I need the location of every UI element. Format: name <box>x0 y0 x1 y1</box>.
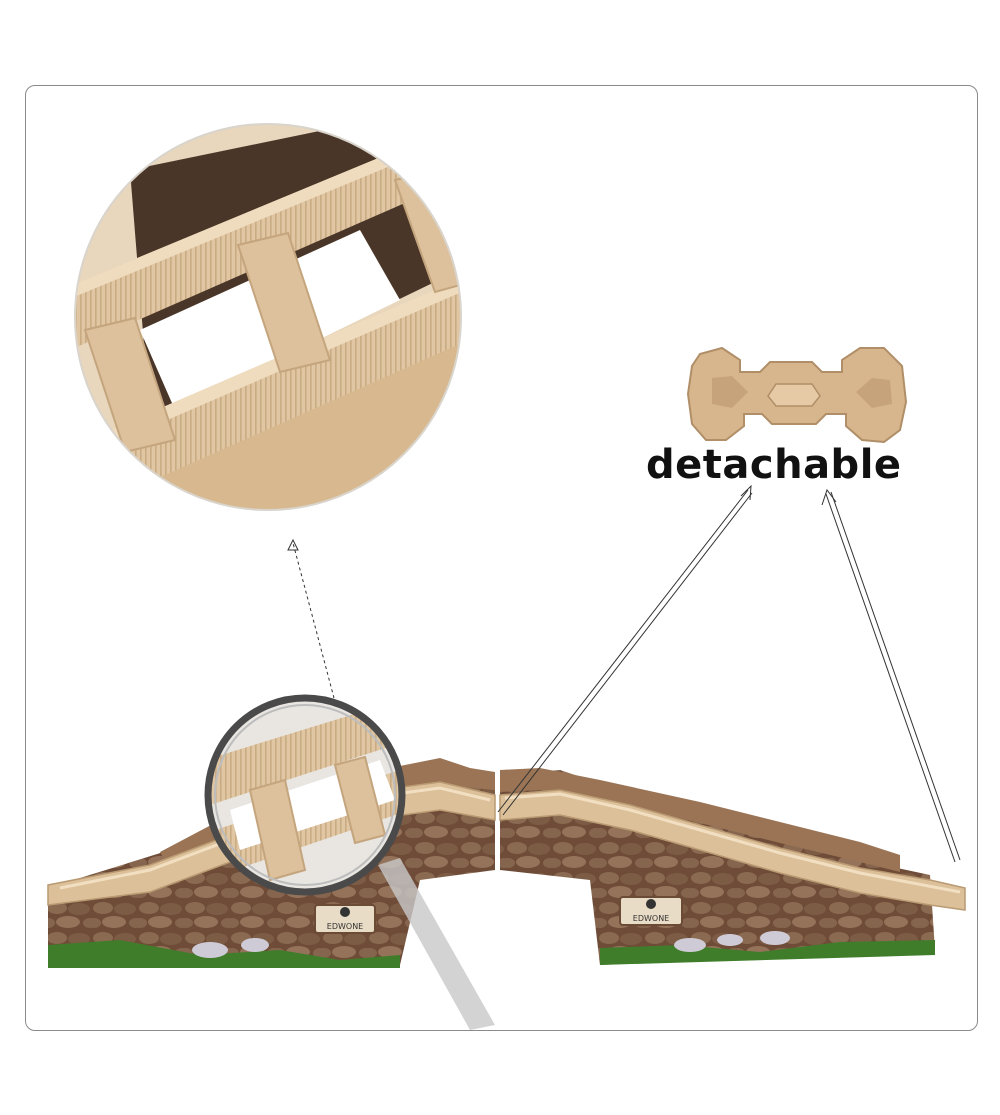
sign-left: EDWONE <box>314 904 376 934</box>
magnifier-icon <box>204 694 495 1030</box>
sign-right: EDWONE <box>619 896 683 926</box>
zoom-arrow-head <box>287 538 299 551</box>
sign-left-text: EDWONE <box>327 922 363 931</box>
detachable-arrow-left <box>497 484 753 816</box>
zoom-arrow <box>292 542 335 699</box>
detachable-label: detachable <box>646 442 902 488</box>
mushroom-decor <box>192 931 790 958</box>
connector-piece <box>686 346 908 444</box>
zoom-detail-circle <box>74 123 462 511</box>
sign-right-text: EDWONE <box>633 914 669 923</box>
detachable-arrow-right <box>821 488 961 863</box>
bridge-right-half <box>499 768 966 965</box>
